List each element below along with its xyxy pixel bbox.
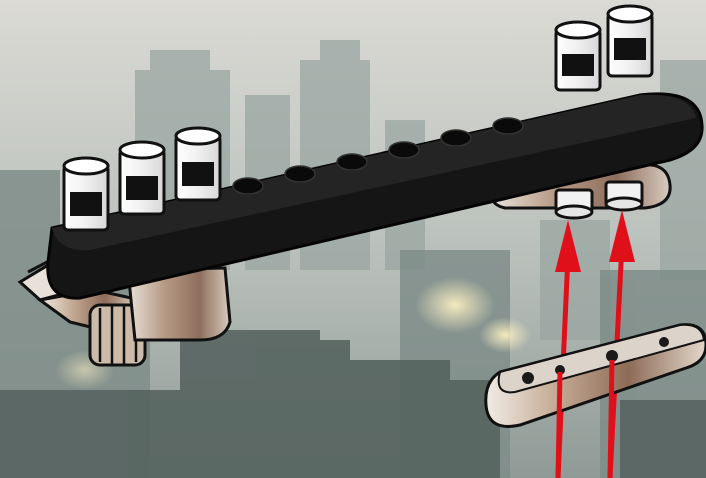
black-connector-pin (556, 22, 600, 90)
black-connector-pin (608, 6, 652, 76)
black-connector-pin (176, 128, 220, 200)
black-connector-pin (120, 142, 164, 214)
black-connector-pin (64, 158, 108, 230)
